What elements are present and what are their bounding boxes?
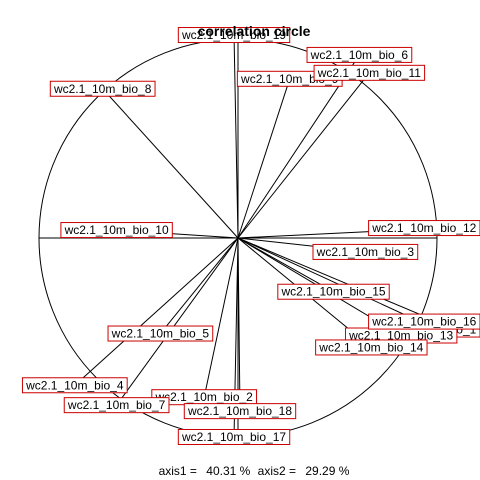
arrow-wc2-1-10m-bio-5	[160, 237, 239, 334]
label-wc2-1-10m-bio-12: wc2.1_10m_bio_12	[368, 220, 480, 237]
label-box-wc2-1-10m-bio-10	[60, 222, 173, 239]
variable-labels: wc2.1_10m_bio_1wc2.1_10m_bio_2wc2.1_10m_…	[21, 27, 480, 445]
label-wc2-1-10m-bio-18: wc2.1_10m_bio_18	[183, 403, 297, 420]
label-text-wc2-1-10m-bio-4: wc2.1_10m_bio_4	[25, 378, 124, 392]
label-box-wc2-1-10m-bio-4	[21, 377, 128, 394]
label-box-wc2-1-10m-bio-7	[63, 397, 170, 414]
label-text-wc2-1-10m-bio-12: wc2.1_10m_bio_12	[371, 221, 476, 235]
label-wc2-1-10m-bio-19: wc2.1_10m_bio_19	[177, 27, 291, 44]
label-text-wc2-1-10m-bio-17: wc2.1_10m_bio_17	[181, 430, 286, 444]
label-wc2-1-10m-bio-13: wc2.1_10m_bio_13	[344, 327, 458, 344]
arrow-wc2-1-10m-bio-19	[234, 35, 239, 239]
label-wc2-1-10m-bio-14: wc2.1_10m_bio_14	[315, 339, 428, 356]
label-box-wc2-1-10m-bio-15	[277, 283, 390, 300]
arrow-wc2-1-10m-bio-15	[237, 237, 334, 292]
label-wc2-1-10m-bio-10: wc2.1_10m_bio_10	[60, 222, 173, 239]
chart-title: correlation circle	[198, 23, 311, 39]
label-wc2-1-10m-bio-5: wc2.1_10m_bio_5	[107, 325, 214, 342]
label-wc2-1-10m-bio-6: wc2.1_10m_bio_6	[306, 46, 413, 63]
label-box-wc2-1-10m-bio-17	[177, 429, 291, 445]
label-wc2-1-10m-bio-7: wc2.1_10m_bio_7	[63, 397, 170, 414]
label-text-wc2-1-10m-bio-10: wc2.1_10m_bio_10	[64, 223, 169, 237]
axis1-value: 40.31 %	[206, 464, 250, 478]
label-text-wc2-1-10m-bio-8: wc2.1_10m_bio_8	[53, 82, 152, 96]
label-box-wc2-1-10m-bio-18	[183, 403, 297, 420]
axis2-label: axis2 =	[258, 464, 296, 478]
label-text-wc2-1-10m-bio-13: wc2.1_10m_bio_13	[348, 329, 453, 343]
arrow-wc2-1-10m-bio-4	[75, 237, 239, 385]
label-text-wc2-1-10m-bio-19: wc2.1_10m_bio_19	[181, 28, 286, 42]
arrow-wc2-1-10m-bio-8	[103, 89, 239, 239]
label-box-wc2-1-10m-bio-5	[107, 325, 214, 342]
inertia-footer: axis1 = 40.31 % axis2 = 29.29 %	[159, 464, 350, 478]
label-text-wc2-1-10m-bio-3: wc2.1_10m_bio_3	[316, 245, 415, 259]
label-box-wc2-1-10m-bio-11	[313, 64, 426, 81]
arrow-wc2-1-10m-bio-16	[237, 237, 437, 322]
label-text-wc2-1-10m-bio-5: wc2.1_10m_bio_5	[111, 327, 210, 341]
label-box-wc2-1-10m-bio-14	[315, 339, 428, 356]
label-text-wc2-1-10m-bio-15: wc2.1_10m_bio_15	[280, 285, 385, 299]
label-text-wc2-1-10m-bio-7: wc2.1_10m_bio_7	[67, 398, 166, 412]
label-text-wc2-1-10m-bio-6: wc2.1_10m_bio_6	[310, 48, 409, 62]
label-wc2-1-10m-bio-11: wc2.1_10m_bio_11	[313, 64, 426, 81]
label-text-wc2-1-10m-bio-11: wc2.1_10m_bio_11	[317, 66, 422, 80]
arrow-wc2-1-10m-bio-11	[237, 73, 369, 239]
label-wc2-1-10m-bio-3: wc2.1_10m_bio_3	[312, 243, 419, 260]
arrow-wc2-1-10m-bio-9	[237, 79, 290, 239]
label-wc2-1-10m-bio-16: wc2.1_10m_bio_16	[368, 313, 480, 330]
label-text-wc2-1-10m-bio-16: wc2.1_10m_bio_16	[371, 315, 476, 329]
arrow-wc2-1-10m-bio-2	[204, 237, 239, 397]
label-wc2-1-10m-bio-4: wc2.1_10m_bio_4	[21, 377, 128, 394]
label-box-wc2-1-10m-bio-12	[368, 220, 480, 237]
arrow-wc2-1-10m-bio-7	[117, 237, 239, 405]
label-wc2-1-10m-bio-2: wc2.1_10m_bio_2	[151, 389, 258, 406]
label-wc2-1-10m-bio-8: wc2.1_10m_bio_8	[49, 80, 156, 97]
label-box-wc2-1-10m-bio-3	[312, 243, 419, 260]
label-box-wc2-1-10m-bio-19	[177, 27, 291, 44]
variable-arrows	[75, 35, 441, 437]
arrow-wc2-1-10m-bio-18	[238, 237, 240, 411]
label-wc2-1-10m-bio-17: wc2.1_10m_bio_17	[177, 429, 291, 445]
label-box-wc2-1-10m-bio-16	[368, 313, 480, 330]
label-box-wc2-1-10m-bio-6	[306, 46, 413, 63]
label-text-wc2-1-10m-bio-18: wc2.1_10m_bio_18	[187, 404, 292, 418]
axis1-label: axis1 =	[159, 464, 197, 478]
axis2-value: 29.29 %	[305, 464, 349, 478]
label-wc2-1-10m-bio-15: wc2.1_10m_bio_15	[277, 283, 390, 300]
label-box-wc2-1-10m-bio-8	[49, 80, 156, 97]
label-text-wc2-1-10m-bio-14: wc2.1_10m_bio_14	[318, 340, 423, 354]
label-text-wc2-1-10m-bio-2: wc2.1_10m_bio_2	[154, 390, 253, 404]
